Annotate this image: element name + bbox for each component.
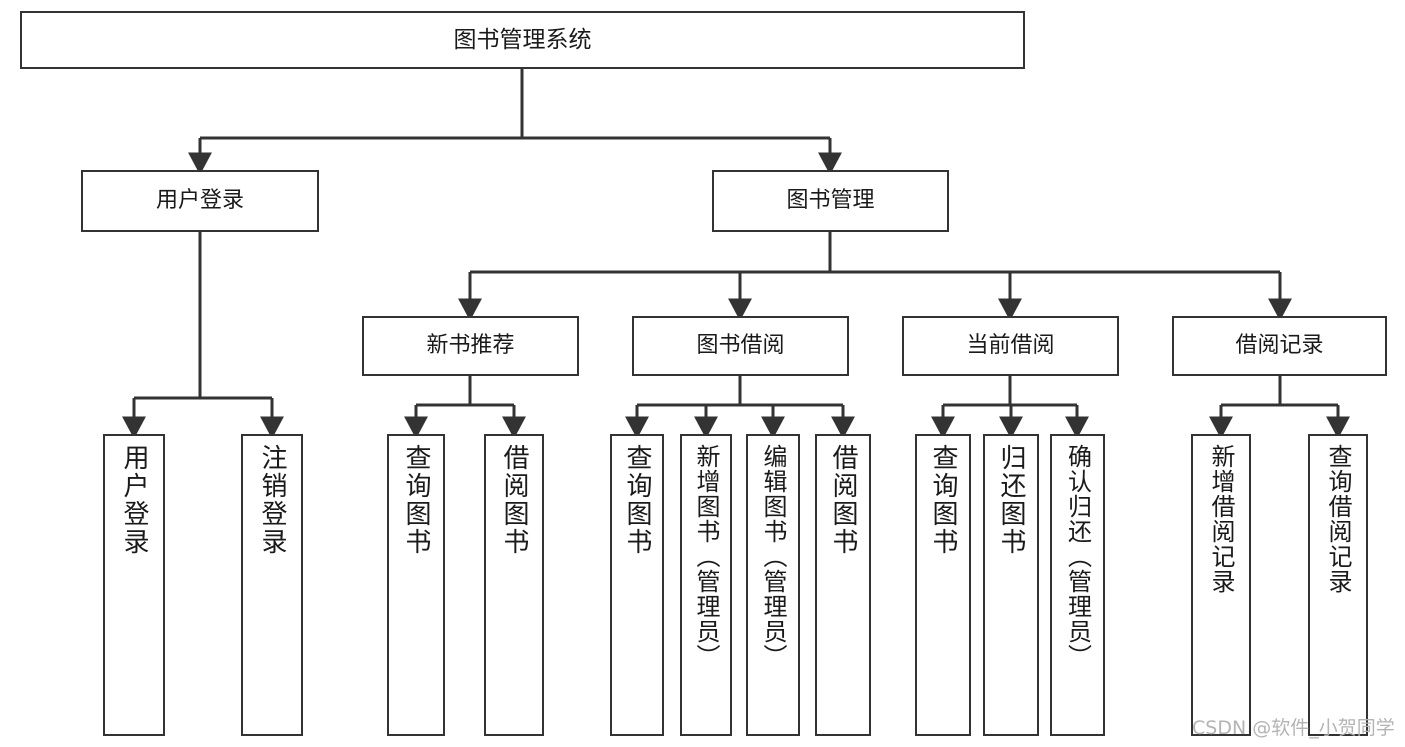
node-leaf-borrow-book-2-label: 借阅图书 [828, 444, 858, 556]
node-leaf-query-book-2[interactable]: 查询图书 [610, 434, 664, 736]
node-leaf-return-book-label: 归还图书 [996, 444, 1026, 556]
node-leaf-query-book-2-label: 查询图书 [622, 444, 652, 556]
node-leaf-borrow-book-2[interactable]: 借阅图书 [815, 434, 871, 736]
node-leaf-query-book-1[interactable]: 查询图书 [387, 434, 445, 736]
node-leaf-query-record[interactable]: 查询借阅记录 [1308, 434, 1368, 736]
node-leaf-user-login[interactable]: 用户登录 [103, 434, 165, 736]
node-user-login[interactable]: 用户登录 [81, 170, 319, 232]
node-leaf-logout[interactable]: 注销登录 [241, 434, 303, 736]
node-root[interactable]: 图书管理系统 [20, 11, 1025, 69]
node-leaf-query-record-label: 查询借阅记录 [1324, 444, 1352, 594]
node-new-book-rec-label: 新书推荐 [426, 333, 515, 359]
node-book-borrow[interactable]: 图书借阅 [632, 316, 849, 376]
node-current-borrow[interactable]: 当前借阅 [902, 316, 1119, 376]
node-leaf-user-login-label: 用户登录 [119, 444, 149, 556]
node-leaf-add-book-label: 新增图书（管理员） [692, 444, 720, 669]
node-leaf-edit-book-label: 编辑图书（管理员） [759, 444, 787, 669]
node-leaf-borrow-book-1[interactable]: 借阅图书 [484, 434, 544, 736]
node-leaf-add-book[interactable]: 新增图书（管理员） [680, 434, 732, 736]
node-user-login-label: 用户登录 [155, 188, 244, 214]
node-book-borrow-label: 图书借阅 [696, 333, 785, 359]
node-leaf-logout-label: 注销登录 [257, 444, 287, 556]
node-borrow-record-label: 借阅记录 [1235, 333, 1324, 359]
node-leaf-query-book-3-label: 查询图书 [928, 444, 958, 556]
node-book-manage[interactable]: 图书管理 [712, 170, 949, 232]
node-leaf-query-book-1-label: 查询图书 [401, 444, 431, 556]
node-leaf-return-book[interactable]: 归还图书 [983, 434, 1039, 736]
node-current-borrow-label: 当前借阅 [966, 333, 1055, 359]
node-new-book-rec[interactable]: 新书推荐 [362, 316, 579, 376]
node-leaf-borrow-book-1-label: 借阅图书 [499, 444, 529, 556]
node-leaf-query-book-3[interactable]: 查询图书 [915, 434, 971, 736]
node-leaf-add-record-label: 新增借阅记录 [1207, 444, 1235, 594]
node-borrow-record[interactable]: 借阅记录 [1172, 316, 1387, 376]
node-leaf-confirm-return[interactable]: 确认归还（管理员） [1050, 434, 1105, 736]
node-leaf-confirm-return-label: 确认归还（管理员） [1063, 444, 1092, 669]
node-leaf-edit-book[interactable]: 编辑图书（管理员） [746, 434, 800, 736]
node-leaf-add-record[interactable]: 新增借阅记录 [1191, 434, 1251, 736]
node-book-manage-label: 图书管理 [786, 188, 875, 214]
node-root-label: 图书管理系统 [453, 26, 592, 53]
